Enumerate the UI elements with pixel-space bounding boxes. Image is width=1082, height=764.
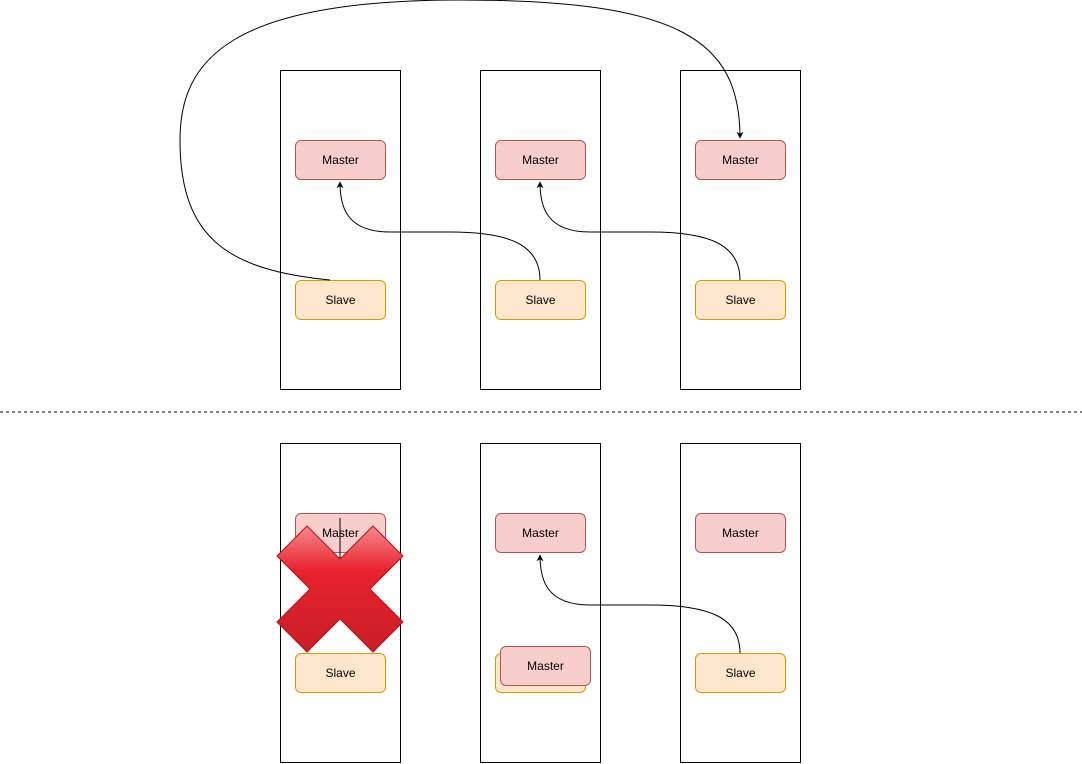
master-node[interactable]: Master [495, 140, 586, 180]
master-node[interactable]: Master [695, 513, 786, 553]
server-column-bottom-2 [480, 443, 601, 763]
server-column-top-2 [480, 70, 601, 390]
slave-node[interactable]: Slave [695, 280, 786, 320]
replication-arrow [536, 554, 741, 654]
master-node[interactable]: Master [495, 513, 586, 553]
failure-cross-icon [276, 525, 404, 653]
server-column-top-1 [280, 70, 401, 390]
master-node[interactable]: Master [695, 140, 786, 180]
slave-node[interactable]: Slave [695, 653, 786, 693]
slave-node[interactable]: Slave [295, 653, 386, 693]
master-node[interactable]: Master [295, 140, 386, 180]
server-column-bottom-3 [680, 443, 801, 763]
promoted-master-node[interactable]: Master [500, 646, 591, 686]
server-column-bottom-1 [280, 443, 401, 763]
replication-arrow [336, 181, 541, 281]
slave-node[interactable]: Slave [495, 280, 586, 320]
server-column-top-3 [680, 70, 801, 390]
slave-node[interactable]: Slave [295, 280, 386, 320]
replication-arrow [179, 0, 744, 281]
replication-arrow [536, 181, 741, 281]
